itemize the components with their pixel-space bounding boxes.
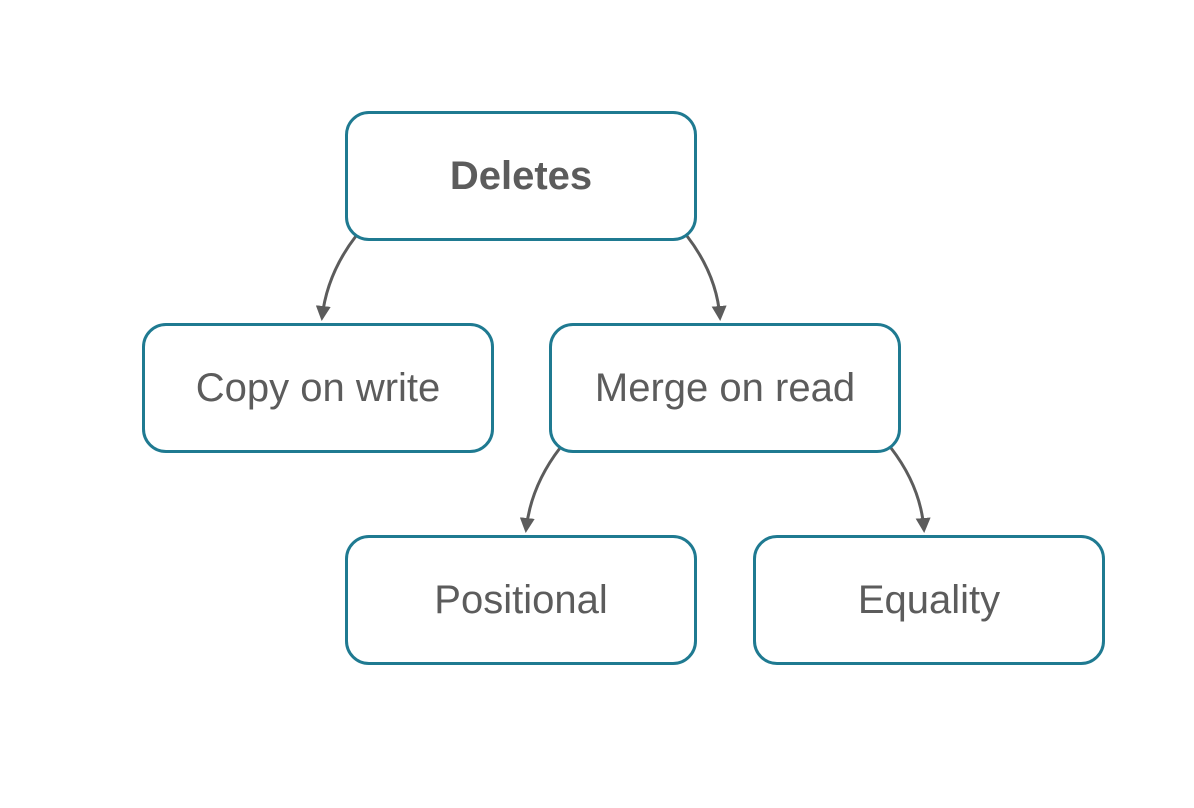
node-merge-on-read-label: Merge on read (594, 365, 856, 410)
node-equality-label: Equality (857, 577, 1001, 622)
node-positional: Positional (345, 535, 697, 665)
node-positional-label: Positional (434, 577, 608, 622)
edge-merge-on-read-to-equality (889, 447, 931, 533)
node-copy-on-write-label: Copy on write (195, 365, 441, 410)
edge-merge-on-read-to-positional (519, 447, 562, 533)
node-deletes: Deletes (345, 111, 697, 241)
node-merge-on-read: Merge on read (549, 323, 901, 453)
edge-deletes-to-merge-on-read (685, 235, 727, 321)
node-deletes-label: Deletes (449, 153, 593, 198)
node-equality: Equality (753, 535, 1105, 665)
node-copy-on-write: Copy on write (142, 323, 494, 453)
edge-deletes-to-copy-on-write (315, 235, 358, 321)
